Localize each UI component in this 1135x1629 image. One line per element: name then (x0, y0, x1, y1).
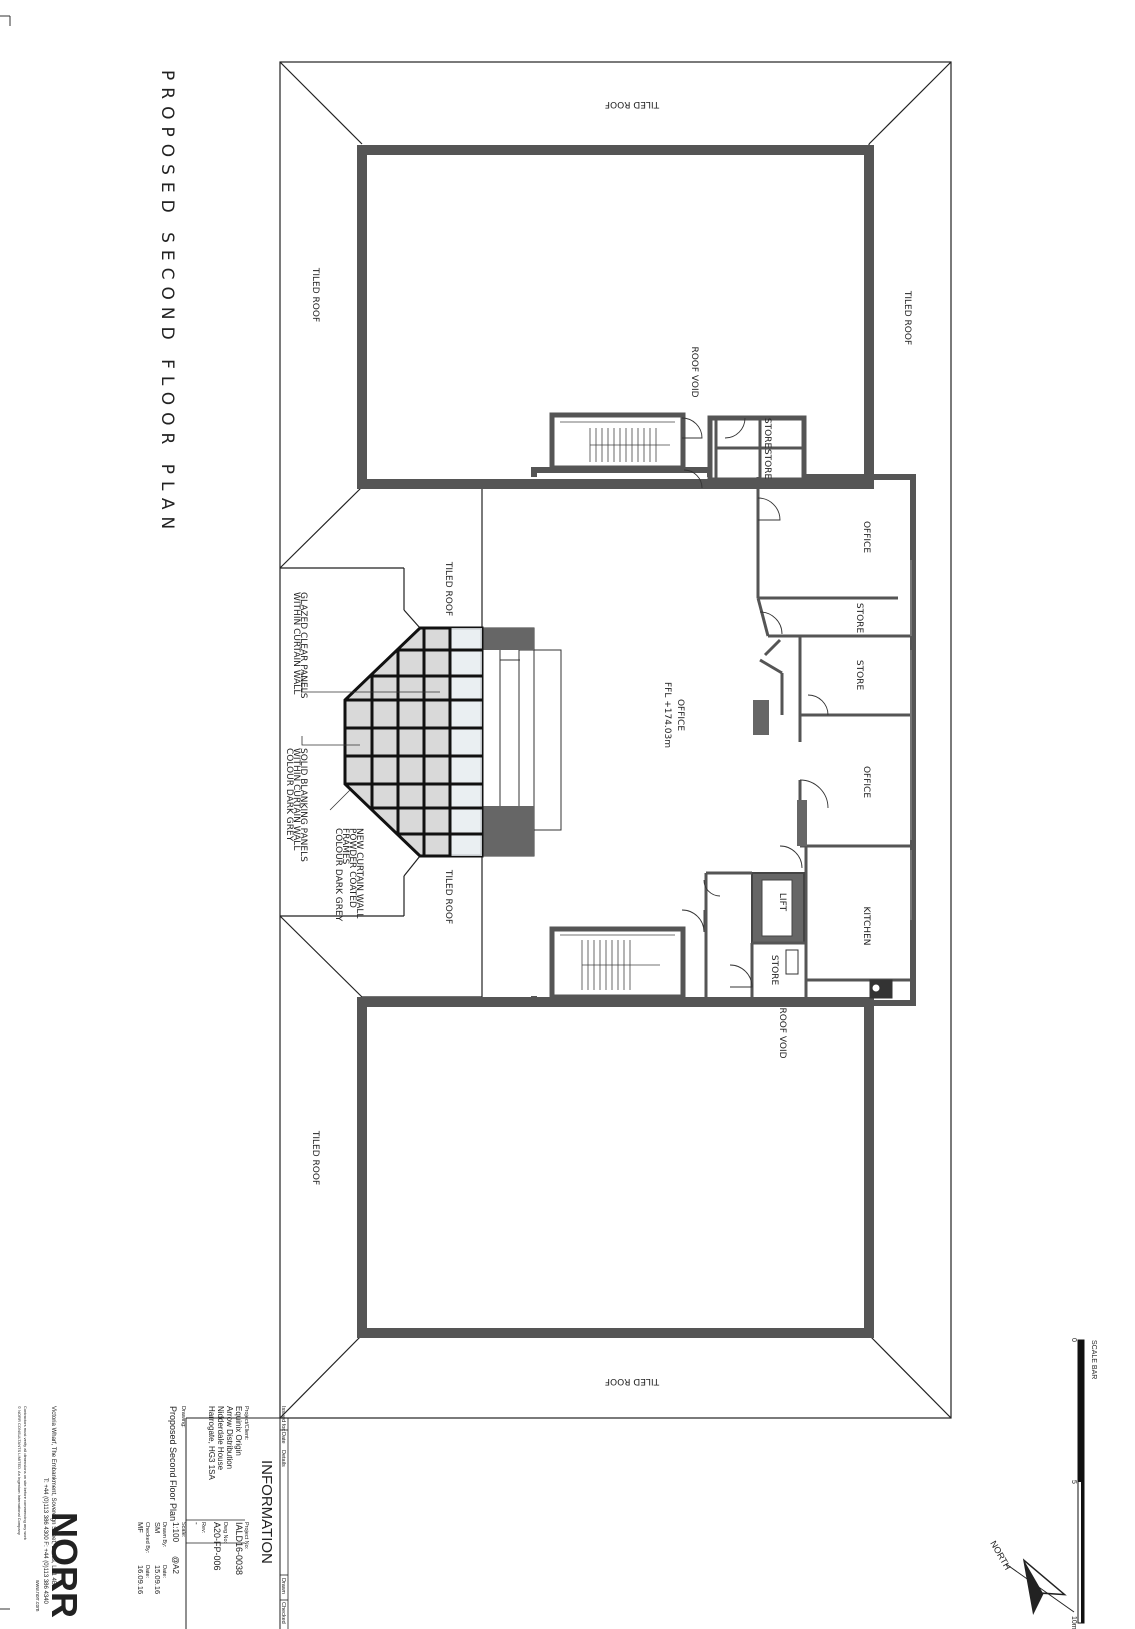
label-store-c: STORE (854, 603, 864, 634)
label-store-a: STORE (762, 418, 772, 449)
label-tiled-roof-right: TILED ROOF (902, 290, 912, 345)
tb-client-line1: Equinix Origin (234, 1406, 243, 1456)
label-tiled-roof-top: TILED ROOF (605, 99, 660, 109)
north-arrow-icon: NORTH (988, 1539, 1075, 1615)
sheet-corner-marks (0, 15, 11, 1610)
tb-project-no-label: Project No: (243, 1522, 249, 1550)
tb-client-line3: Nidderdale House (216, 1406, 225, 1471)
structural-pier-right (797, 800, 807, 846)
annotation-leaders (301, 672, 440, 811)
curtain-wall-notes: GLAZED CLEAR PANELS WITHIN CURTAIN WALL … (284, 592, 364, 922)
label-store-d: STORE (854, 660, 864, 691)
scale-bar-tick-5: 5 (1070, 1480, 1077, 1484)
tb-client-line2: Arrow Distribution (225, 1406, 234, 1469)
north-label: NORTH (988, 1539, 1013, 1572)
tb-address: Victoria Wharf, The Embankment, Sovereig… (50, 1406, 56, 1589)
label-tiled-roof-inner-lower: TILED ROOF (443, 869, 453, 924)
tb-col-drawn: Drawn (280, 1578, 286, 1594)
stair-treads-lower (560, 934, 675, 990)
label-roof-void-upper: ROOF VOID (689, 346, 699, 397)
label-office-main: OFFICE (675, 699, 685, 731)
note-new-line2: POWDER COATED (347, 828, 357, 908)
building-plan (279, 61, 952, 1419)
tb-drawn-by: SM (153, 1522, 162, 1533)
note-new-line4: COLOUR DARK GREY (333, 828, 343, 922)
title-block: Issued for: Date Details Drawn Checked I… (17, 1406, 304, 1629)
label-tiled-roof-bottom: TILED ROOF (605, 1376, 660, 1386)
kitchen-fittings (785, 949, 893, 999)
lift-car (761, 879, 793, 937)
tb-rev: - (192, 1522, 201, 1525)
tb-checked-by: MF (136, 1522, 145, 1533)
label-store-e: STORE (769, 955, 779, 986)
tb-disclaimer-1: Contractors must verify all dimensions o… (23, 1406, 28, 1540)
note-solid-line1: SOLID BLANKING PANELS (298, 748, 308, 862)
room-labels: TILED ROOF TILED ROOF TILED ROOF TILED R… (310, 99, 912, 1386)
stair-treads-upper (560, 421, 675, 462)
door-swings (681, 417, 829, 988)
note-glazed-line1: GLAZED CLEAR PANELS (298, 592, 308, 699)
drawing-title: PROPOSED SECOND FLOOR PLAN (157, 70, 177, 536)
tb-dwg-no: A20-FP-006 (212, 1522, 222, 1571)
label-store-b: STORE (762, 449, 772, 480)
tb-drawn-by-label: Drawn By: (161, 1522, 167, 1548)
tb-checked-date: 16.09.16 (136, 1565, 145, 1594)
tb-col-details: Details (280, 1450, 286, 1467)
tb-issued-for: Issued for: (280, 1406, 286, 1432)
scale-bar-tick-0: 0 (1070, 1338, 1077, 1342)
structural-pier-mid (753, 700, 769, 735)
tb-drawing-name: Proposed Second Floor Plan (168, 1406, 178, 1521)
scale-bar: SCALE BAR 0 5 10m (1070, 1338, 1097, 1629)
stair-core-lower (549, 926, 686, 1000)
note-new-line3: FRAMES (340, 828, 350, 865)
tb-client-line4: Harrogate, HG3 1SA (207, 1406, 216, 1480)
tb-drawn-date-label: Date: (161, 1565, 167, 1579)
note-new-line1: NEW CURTAIN WALL (354, 828, 364, 918)
label-office-a: OFFICE (861, 521, 871, 553)
scale-bar-segment-2 (1081, 1482, 1084, 1623)
norr-logo: NORR (44, 1512, 85, 1618)
lower-core-walls (704, 871, 806, 1003)
tb-web: www.norr.com (34, 1580, 40, 1611)
tb-drawing-label: Drawing: (180, 1406, 186, 1428)
scale-bar-tick-10: 10m (1070, 1616, 1077, 1629)
structural-pier-lower (482, 806, 534, 856)
roof-void-lower-wing (357, 997, 874, 1338)
label-tiled-roof-left-lower: TILED ROOF (310, 1130, 320, 1185)
upper-stores-walls (714, 418, 804, 480)
structural-pier-upper (482, 628, 534, 650)
label-kitchen: KITCHEN (861, 907, 871, 946)
note-solid-line3: COLOUR DARK GREY (284, 748, 294, 842)
label-tiled-roof-inner-upper: TILED ROOF (443, 561, 453, 616)
curtain-wall (343, 626, 484, 858)
tb-drawn-date: 15.09.16 (153, 1565, 162, 1594)
label-lift: LIFT (777, 893, 787, 912)
scale-bar-title: SCALE BAR (1090, 1340, 1097, 1379)
scale-bar-segment-1 (1078, 1340, 1084, 1482)
tb-heading: INFORMATION (258, 1460, 275, 1564)
label-tiled-roof-left-upper: TILED ROOF (310, 267, 320, 322)
tb-checked-by-label: Checked By: (144, 1522, 150, 1554)
core-external-wall (531, 467, 916, 1006)
tb-scale: 1:100 (171, 1522, 180, 1543)
tb-paper: @A2 (171, 1556, 180, 1574)
tb-project-no: IALD16-0038 (234, 1522, 244, 1575)
label-office-b: OFFICE (861, 766, 871, 798)
tb-project-client-label: Project/Client: (243, 1406, 249, 1441)
tb-col-checked: Checked (280, 1602, 286, 1624)
note-solid-line2: WITHIN CURTAIN WALL (291, 748, 301, 850)
tb-col-date: Date (280, 1432, 286, 1444)
tb-rev-label: Rev: (200, 1522, 206, 1534)
tb-disclaimer-2: © NORR CONSULTANTS LIMITED. An Ingenium … (17, 1406, 22, 1535)
note-glazed-line2: WITHIN CURTAIN WALL (291, 592, 301, 694)
tb-scale-label: Scale: (180, 1522, 186, 1538)
label-roof-void-lower: ROOF VOID (777, 1007, 787, 1058)
label-office-ffl: FFL +174.03m (662, 682, 672, 748)
tb-dwg-no-label: Dwg No: (222, 1522, 228, 1544)
tb-checked-date-label: Date: (144, 1565, 150, 1579)
tb-phone: T: +44 (0)113 386 4300 F: +44 (0)113 386… (42, 1478, 48, 1605)
